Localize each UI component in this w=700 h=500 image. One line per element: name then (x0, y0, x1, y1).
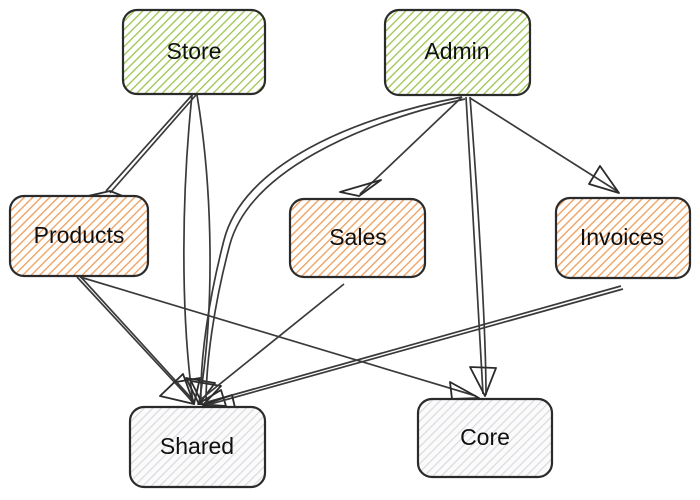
node-sales[interactable]: Sales (288, 197, 427, 279)
edge-admin-invoices (469, 97, 620, 194)
arrowhead-icon (449, 381, 480, 400)
edge-layer (76, 93, 624, 413)
edge-products-core (79, 276, 480, 400)
node-products-shape[interactable] (8, 194, 150, 278)
arrowhead-icon (339, 179, 382, 197)
edge-admin-core (465, 96, 497, 397)
node-invoices-shape[interactable] (554, 196, 692, 280)
edge-store-products (87, 93, 197, 201)
edge-store-shared-b (185, 94, 216, 405)
node-sales-shape[interactable] (288, 197, 427, 279)
node-admin[interactable]: Admin (383, 8, 532, 97)
edge-invoices-shared (202, 285, 624, 413)
node-products[interactable]: Products (8, 194, 150, 278)
node-admin-shape[interactable] (383, 8, 532, 97)
node-core-shape[interactable] (416, 397, 554, 479)
node-store[interactable]: Store (121, 8, 267, 96)
arrowhead-icon (159, 373, 195, 405)
node-layer: Store Admin Products Sales Invoices Shar (8, 8, 692, 489)
node-invoices[interactable]: Invoices (554, 196, 692, 280)
arrowhead-icon (469, 366, 497, 397)
edge-products-shared (76, 275, 195, 405)
edge-admin-sales (339, 96, 463, 197)
edge-store-shared-a (175, 94, 201, 405)
arrowhead-icon (588, 165, 620, 194)
node-store-shape[interactable] (121, 8, 267, 96)
node-shared[interactable]: Shared (128, 405, 267, 489)
node-shared-shape[interactable] (128, 405, 267, 489)
node-core[interactable]: Core (416, 397, 554, 479)
